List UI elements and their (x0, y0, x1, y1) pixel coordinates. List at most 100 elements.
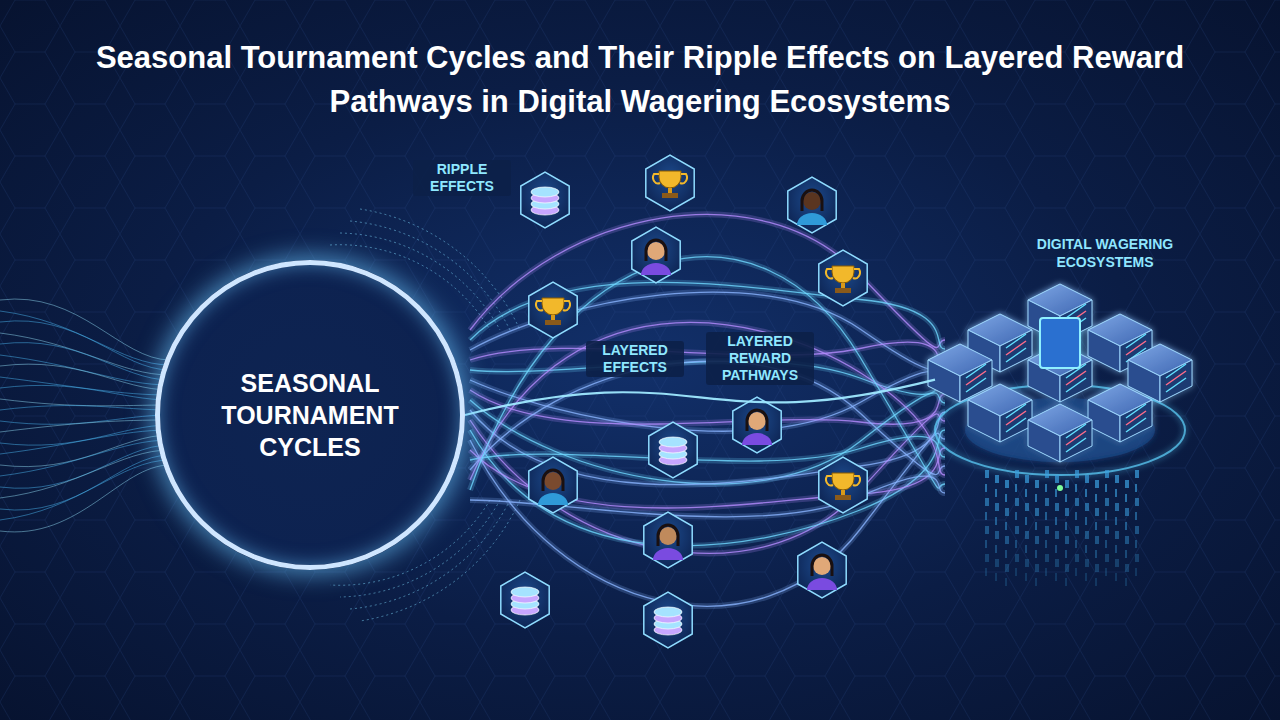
decoration (649, 422, 697, 478)
decoration (1135, 470, 1139, 478)
decoration (0, 465, 170, 532)
decoration (1115, 475, 1119, 483)
decoration (1065, 480, 1069, 488)
decoration (1075, 470, 1079, 478)
decoration (1045, 512, 1047, 520)
decoration (470, 322, 945, 480)
hex-icon (788, 177, 836, 233)
floating-label: RIPPLE EFFECTS (413, 160, 511, 196)
decoration (641, 263, 671, 275)
decoration (1066, 431, 1086, 445)
decoration (1035, 494, 1037, 502)
decoration (968, 400, 1000, 442)
decoration (1115, 559, 1119, 567)
decoration (1095, 508, 1099, 516)
hex-icon (733, 397, 781, 453)
decoration (797, 213, 827, 225)
decoration (1045, 498, 1049, 506)
decoration (841, 490, 845, 495)
decoration (1025, 503, 1029, 511)
decoration (1005, 480, 1009, 488)
decoration (551, 315, 555, 320)
decoration (748, 412, 766, 430)
decoration (470, 257, 945, 490)
decoration (1088, 400, 1120, 442)
decoration (1105, 526, 1109, 534)
decoration (0, 385, 170, 400)
hex-icon (644, 512, 692, 568)
decoration (819, 250, 867, 306)
decoration (659, 171, 681, 188)
hex-icon (632, 227, 680, 283)
decoration (1095, 494, 1097, 502)
decoration (668, 188, 672, 193)
decoration (1055, 503, 1059, 511)
decoration (1075, 512, 1077, 520)
decoration (1005, 550, 1007, 558)
decoration (798, 542, 846, 598)
decoration (819, 457, 867, 513)
decoration (995, 531, 999, 539)
decoration (1166, 371, 1186, 385)
decoration (1065, 578, 1067, 586)
pathway-bundle (470, 214, 945, 606)
decoration (835, 288, 851, 293)
decoration (1115, 573, 1117, 581)
decoration (1126, 411, 1146, 425)
decoration (995, 475, 999, 483)
decoration (1160, 360, 1192, 402)
decoration (1075, 554, 1079, 562)
decoration (1115, 489, 1117, 497)
decoration (1075, 484, 1077, 492)
decoration (1126, 404, 1146, 418)
floating-label: LAYERED EFFECTS (586, 341, 684, 377)
decoration (1125, 578, 1127, 586)
decoration (803, 192, 821, 210)
decoration (538, 493, 568, 505)
decoration (470, 322, 945, 480)
decoration (1135, 512, 1137, 520)
decoration (1125, 550, 1127, 558)
decoration (1045, 470, 1049, 478)
decoration (0, 321, 170, 370)
decoration (1035, 522, 1037, 530)
decoration (1066, 304, 1086, 318)
decoration (1035, 550, 1037, 558)
decoration (543, 470, 563, 491)
decoration (1006, 418, 1026, 432)
decoration (653, 548, 683, 560)
decoration (1125, 564, 1129, 572)
decoration (966, 378, 986, 392)
decoration (470, 433, 945, 606)
decoration (985, 470, 989, 478)
decoration (1095, 550, 1097, 558)
decoration (0, 450, 170, 498)
decoration (1095, 480, 1099, 488)
decoration (1035, 480, 1039, 488)
decoration (1105, 540, 1107, 548)
decoration (812, 555, 832, 576)
hex-icon (646, 155, 694, 211)
decoration (1115, 545, 1117, 553)
decoration (544, 472, 562, 490)
decoration (747, 410, 767, 431)
decoration (1135, 568, 1137, 576)
decoration (1015, 540, 1017, 548)
decoration (835, 495, 851, 500)
decoration (1120, 400, 1152, 442)
hex-icon (644, 592, 692, 648)
decoration (1105, 470, 1109, 478)
decoration (995, 503, 999, 511)
decoration (0, 311, 170, 365)
light-streaks (0, 209, 520, 621)
decoration (841, 283, 845, 288)
decoration (985, 484, 987, 492)
decoration (1055, 545, 1057, 553)
decoration (1085, 489, 1087, 497)
decoration (1065, 522, 1067, 530)
decoration (1035, 564, 1039, 572)
decoration (531, 187, 559, 197)
decoration (0, 455, 170, 510)
decoration (1135, 554, 1139, 562)
decoration (1125, 480, 1129, 488)
